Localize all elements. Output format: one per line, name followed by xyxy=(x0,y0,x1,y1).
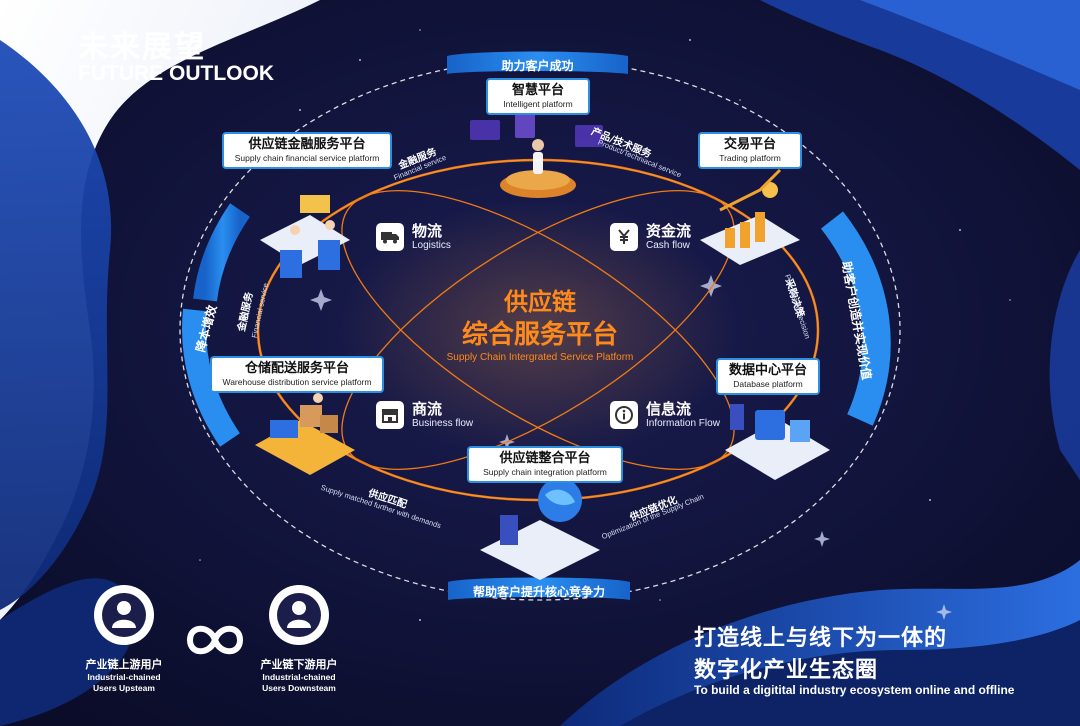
platform-sublabel: Warehouse distribution service platform xyxy=(222,377,372,387)
platform-sublabel: Database platform xyxy=(733,379,803,389)
platform-sublabel: Intelligent platform xyxy=(503,99,573,109)
flow-sublabel: Cash flow xyxy=(646,240,690,251)
platform-integration: 供应链整合平台 Supply chain integration platfor… xyxy=(467,446,623,483)
user-label: 产业链上游用户 xyxy=(85,658,163,671)
center-title-line2: 综合服务平台 xyxy=(461,320,618,350)
platform-sublabel: Trading platform xyxy=(719,153,781,163)
flow-sublabel: Logistics xyxy=(412,240,451,251)
yuan-icon xyxy=(610,223,638,251)
slogan-line2: 数字化产业生态圈 xyxy=(694,658,879,683)
platform-label: 交易平台 xyxy=(723,137,776,152)
user-upstream: 产业链上游用户 Industrial-chained Users Upsteam xyxy=(69,656,179,694)
banner-top: 助力客户成功 xyxy=(501,59,574,73)
platform-trading: 交易平台 Trading platform xyxy=(698,132,802,169)
center-title-line1: 供应链 xyxy=(504,288,576,316)
page-title: 未来展望 xyxy=(78,30,206,65)
platform-label: 供应链整合平台 xyxy=(499,451,591,466)
platform-financial: 供应链金融服务平台 Supply chain financial service… xyxy=(222,132,392,169)
user-downstream: 产业链下游用户 Industrial-chained Users Downste… xyxy=(244,656,354,694)
flow-sublabel: Information Flow xyxy=(646,418,720,429)
platform-database: 数据中心平台 Database platform xyxy=(716,358,820,395)
platform-intelligent: 智慧平台 Intelligent platform xyxy=(486,78,590,115)
platform-label: 供应链金融服务平台 xyxy=(248,137,366,152)
platform-label: 数据中心平台 xyxy=(728,363,807,378)
flow-label: 商流 xyxy=(412,400,443,418)
user-sublabel: Users Downsteam xyxy=(262,683,336,693)
flow-label: 资金流 xyxy=(646,222,692,240)
platform-warehouse: 仓储配送服务平台 Warehouse distribution service … xyxy=(210,356,384,393)
slogan-line1: 打造线上与线下为一体的 xyxy=(694,626,948,651)
user-label: 产业链下游用户 xyxy=(260,658,338,671)
platform-label: 仓储配送服务平台 xyxy=(244,361,349,376)
banner-bottom: 帮助客户提升核心竞争力 xyxy=(472,585,605,599)
platform-label: 智慧平台 xyxy=(511,83,564,98)
flow-sublabel: Business flow xyxy=(412,418,474,429)
user-sublabel: Industrial-chained xyxy=(262,672,336,682)
flow-label: 信息流 xyxy=(646,400,692,418)
shop-icon xyxy=(376,401,404,429)
flow-label: 物流 xyxy=(412,222,443,240)
slogan-en: To build a digitital industry ecosystem … xyxy=(694,683,1015,697)
truck-icon xyxy=(376,223,404,251)
platform-sublabel: Supply chain financial service platform xyxy=(234,153,380,163)
platform-sublabel: Supply chain integration platform xyxy=(483,467,607,477)
page-subtitle: FUTURE OUTLOOK xyxy=(78,62,274,85)
user-sublabel: Industrial-chained xyxy=(87,672,161,682)
center-subtitle: Supply Chain Intergrated Service Platfor… xyxy=(446,352,634,363)
user-sublabel: Users Upsteam xyxy=(93,683,155,693)
info-icon xyxy=(610,401,638,429)
